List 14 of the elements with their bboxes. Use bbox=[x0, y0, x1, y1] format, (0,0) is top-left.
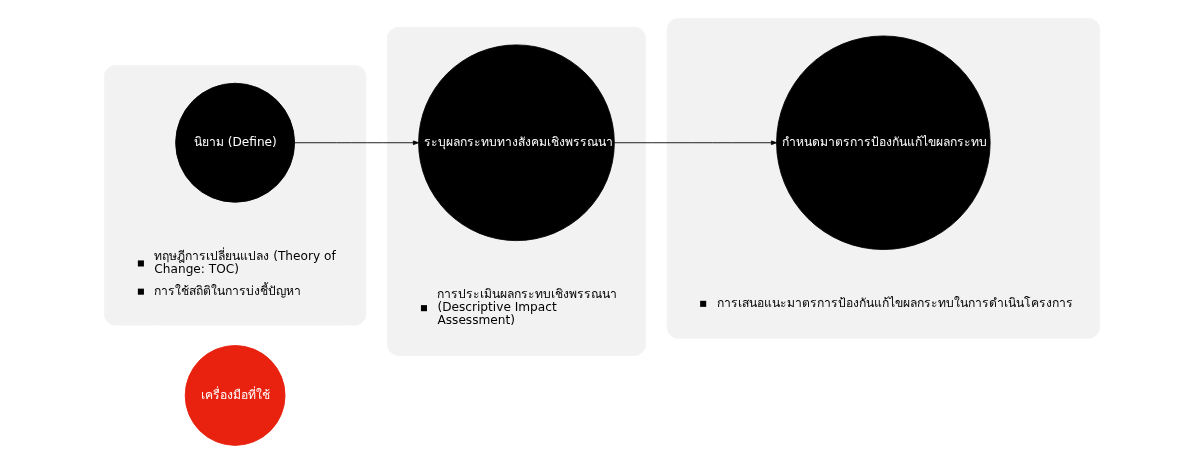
node-circle: กำหนดมาตรการป้องกันแก้ไขผลกระทบ bbox=[775, 35, 991, 250]
cluster bbox=[386, 26, 646, 356]
cluster bbox=[103, 65, 366, 326]
node-text: ทฤษฎีการเปลี่ยนแปลง (Theory of Change: TOC) การใช้สถิติในการบ่งชี้ปัญหา bbox=[153, 249, 336, 298]
node-label: การเสนอแนะมาตรการป้องกันแก้ไขผลกระทบในการดำเนินโครงการ bbox=[716, 296, 1073, 311]
arrow bbox=[293, 140, 419, 145]
node-circle: ระบุผลกระทบทางสังคมเชิงพรรณนา bbox=[417, 44, 615, 242]
node-box bbox=[420, 305, 427, 312]
node-box bbox=[699, 300, 706, 307]
arrow bbox=[613, 140, 777, 145]
node-circle: เครื่องมือที่ใช้ bbox=[184, 345, 285, 446]
node-label: การประเมินผลกระทบเชิงพรรณนา (Descriptive Impact Assessment) bbox=[436, 287, 617, 328]
node-circle: นิยาม (Define) bbox=[174, 82, 295, 203]
cluster bbox=[666, 18, 1100, 339]
